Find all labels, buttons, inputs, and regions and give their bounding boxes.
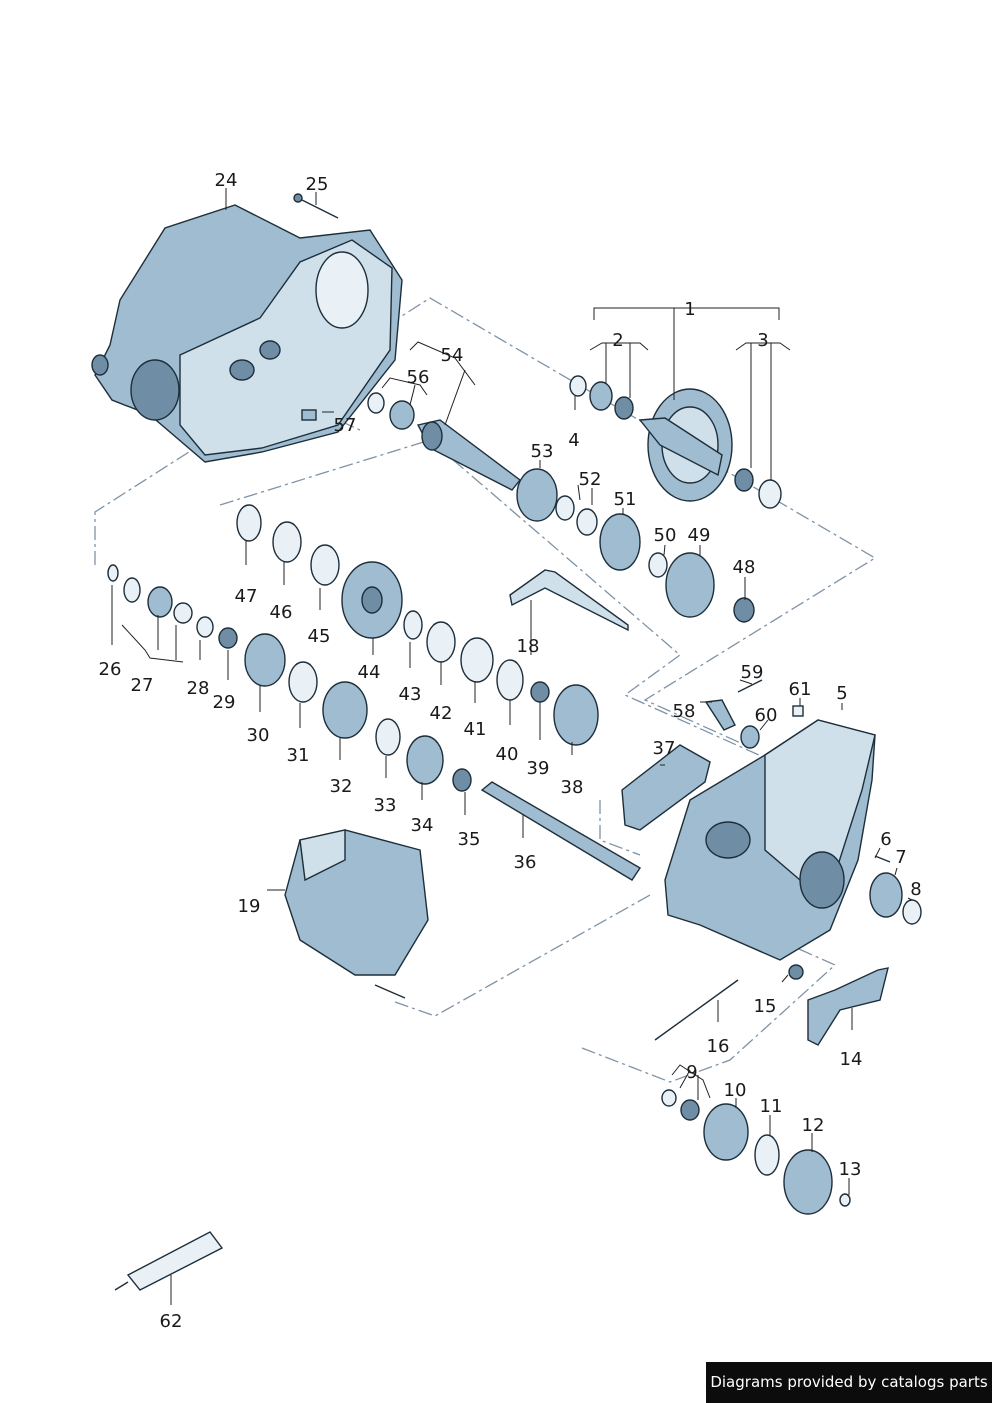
label-2: 2 <box>612 330 623 351</box>
label-4: 4 <box>568 430 579 451</box>
label-46: 46 <box>270 602 293 623</box>
label-8: 8 <box>910 879 921 900</box>
label-52: 52 <box>579 469 602 490</box>
label-59: 59 <box>741 662 764 683</box>
differential-1 <box>569 375 782 509</box>
label-36: 36 <box>514 852 537 873</box>
label-16: 16 <box>707 1036 730 1057</box>
label-14: 14 <box>840 1049 863 1070</box>
label-40: 40 <box>496 744 519 765</box>
label-18: 18 <box>517 636 540 657</box>
label-26: 26 <box>99 659 122 680</box>
label-1: 1 <box>684 299 695 320</box>
label-54: 54 <box>441 345 464 366</box>
label-39: 39 <box>527 758 550 779</box>
label-5: 5 <box>836 683 847 704</box>
label-61: 61 <box>789 679 812 700</box>
gear-train-lower <box>107 564 472 792</box>
leader-lines <box>111 188 913 1305</box>
label-10: 10 <box>724 1080 747 1101</box>
label-25: 25 <box>306 174 329 195</box>
label-9: 9 <box>686 1062 697 1083</box>
label-34: 34 <box>411 815 434 836</box>
label-58: 58 <box>673 701 696 722</box>
label-27: 27 <box>131 675 154 696</box>
label-37: 37 <box>653 738 676 759</box>
label-42: 42 <box>430 703 453 724</box>
label-29: 29 <box>213 692 236 713</box>
label-47: 47 <box>235 586 258 607</box>
bolt-25 <box>293 193 339 219</box>
label-43: 43 <box>399 684 422 705</box>
small-parts-right <box>788 855 922 980</box>
sealant-tube-62 <box>114 1231 224 1291</box>
gearbox-housing-24 <box>91 204 403 463</box>
label-53: 53 <box>531 441 554 462</box>
lower-gear-set <box>661 1089 851 1215</box>
label-15: 15 <box>754 996 777 1017</box>
shift-rail-18 <box>509 569 629 632</box>
selector-parts <box>704 679 804 749</box>
callout-labels: 1 2 3 4 5 6 7 8 9 10 11 12 13 14 15 16 1… <box>99 170 922 1332</box>
transmission-case-5 <box>664 719 876 961</box>
label-35: 35 <box>458 829 481 850</box>
label-7: 7 <box>895 847 906 868</box>
cover-plate-37 <box>621 744 711 831</box>
shift-fork-assembly-19 <box>284 829 429 999</box>
label-3: 3 <box>757 330 768 351</box>
label-32: 32 <box>330 776 353 797</box>
label-57: 57 <box>334 415 357 436</box>
label-19: 19 <box>238 896 261 917</box>
label-50: 50 <box>654 525 677 546</box>
label-56: 56 <box>407 367 430 388</box>
gear-train-middle <box>236 504 599 746</box>
label-13: 13 <box>839 1159 862 1180</box>
magnet-57 <box>301 409 317 421</box>
label-24: 24 <box>215 170 238 191</box>
label-11: 11 <box>760 1096 783 1117</box>
label-30: 30 <box>247 725 270 746</box>
label-12: 12 <box>802 1115 825 1136</box>
credit-banner: Diagrams provided by catalogs parts <box>706 1362 992 1403</box>
label-45: 45 <box>308 626 331 647</box>
label-33: 33 <box>374 795 397 816</box>
label-6: 6 <box>880 829 891 850</box>
label-62: 62 <box>160 1311 183 1332</box>
label-31: 31 <box>287 745 310 766</box>
label-51: 51 <box>614 489 637 510</box>
label-44: 44 <box>358 662 381 683</box>
shift-fork-14 <box>807 967 889 1046</box>
label-38: 38 <box>561 777 584 798</box>
shift-rod-16 <box>654 979 739 1041</box>
label-41: 41 <box>464 719 487 740</box>
drive-shaft-54 <box>367 392 521 491</box>
output-shaft-36 <box>480 781 641 881</box>
gear-train-upper <box>516 468 755 623</box>
label-48: 48 <box>733 557 756 578</box>
label-49: 49 <box>688 525 711 546</box>
label-60: 60 <box>755 705 778 726</box>
label-28: 28 <box>187 678 210 699</box>
